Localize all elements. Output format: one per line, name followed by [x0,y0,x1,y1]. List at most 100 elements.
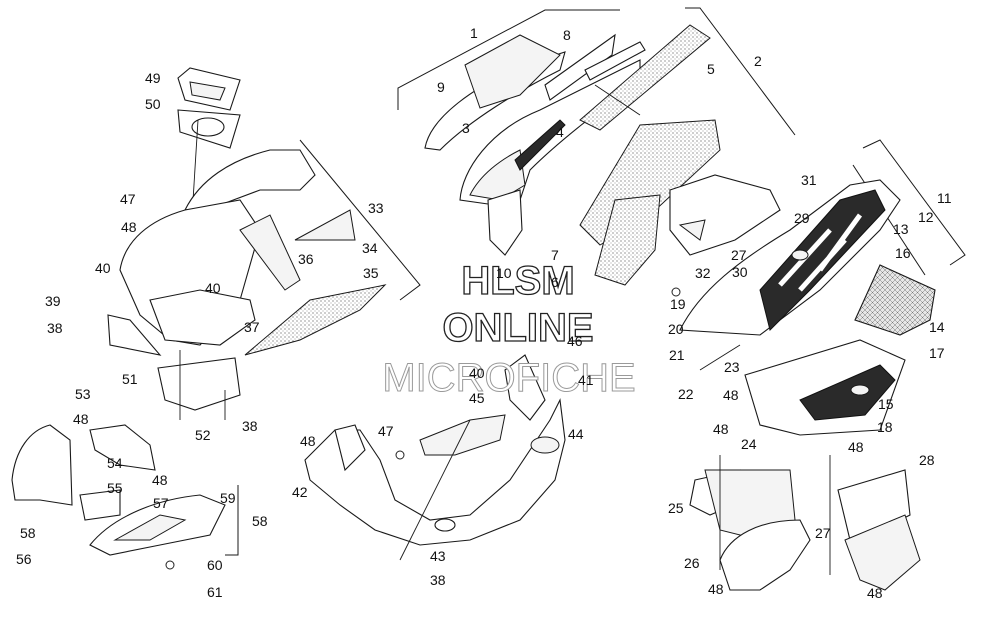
callout-c47b: 47 [378,423,394,439]
callout-c55: 55 [107,480,123,496]
callout-c29: 29 [794,210,810,226]
callout-c21: 21 [669,347,685,363]
callout-c25: 25 [668,500,684,516]
callout-c57: 57 [153,495,169,511]
callout-c6: 6 [551,274,559,290]
plate-51 [157,357,241,411]
callout-c54: 54 [107,455,123,471]
callout-c48c: 48 [152,472,168,488]
panel-56 [11,424,73,506]
watermark-line1: HLSM [461,259,574,303]
side-cover-right-group [689,455,921,591]
callout-c41: 41 [578,372,594,388]
callout-c17: 17 [929,345,945,361]
callout-c31: 31 [801,172,817,188]
callout-c38c: 38 [430,572,446,588]
callout-c58a: 58 [20,525,36,541]
box-55 [79,489,121,521]
bracket-36 [239,214,301,291]
callout-c37: 37 [244,319,260,335]
cover-26 [719,519,811,591]
callout-c18: 18 [877,419,893,435]
callout-c40c: 40 [469,365,485,381]
callout-c42: 42 [292,484,308,500]
callout-c51: 51 [122,371,138,387]
callout-c49: 49 [145,70,161,86]
upper-console-group [107,67,421,420]
hood-panel-group [397,9,646,256]
decal-14 [854,264,936,336]
insulation-group [579,7,796,286]
callout-c15: 15 [878,396,894,412]
callout-c2: 2 [754,53,762,69]
callout-c61: 61 [207,584,223,600]
callout-c1: 1 [470,25,478,41]
callout-c58b: 58 [252,513,268,529]
callout-c20: 20 [668,321,684,337]
callout-c60: 60 [207,557,223,573]
side-panel-left-group [11,424,239,570]
callout-c48b: 48 [73,411,89,427]
callout-c48i: 48 [867,585,883,601]
nose-group [669,139,966,436]
callout-c50: 50 [145,96,161,112]
foam-34 [294,209,356,241]
callout-c24: 24 [741,436,757,452]
cover-31 [669,174,781,256]
callout-c59: 59 [220,490,236,506]
callout-c53: 53 [75,386,91,402]
callout-c39: 39 [45,293,61,309]
callout-c44: 44 [568,426,584,442]
callout-c36: 36 [298,251,314,267]
callout-c3: 3 [462,120,470,136]
watermark-line3: MICROFICHE [382,356,635,400]
callout-c30: 30 [732,264,748,280]
callout-c5: 5 [707,61,715,77]
callout-c48h: 48 [708,581,724,597]
callout-c23: 23 [724,359,740,375]
callout-c14: 14 [929,319,945,335]
callout-c45: 45 [469,390,485,406]
cover-53 [89,424,156,471]
callout-c7: 7 [551,247,559,263]
callout-c19: 19 [670,296,686,312]
foam-strip-5 [579,24,711,131]
callout-c11: 11 [937,190,952,206]
watermark: HLSM ONLINE MICROFICHE [382,258,636,400]
callout-c34: 34 [362,240,378,256]
callout-c13: 13 [893,221,909,237]
callout-c46: 46 [567,333,583,349]
callout-c52: 52 [195,427,211,443]
callout-c48a: 48 [121,219,137,235]
foam-35 [244,284,387,356]
callout-c12: 12 [918,209,934,225]
callout-c47a: 47 [120,191,136,207]
belly-pan-group [304,354,566,561]
foam-pad-6 [594,194,661,286]
callout-c48d: 48 [300,433,316,449]
callout-c35: 35 [363,265,379,281]
callout-c32: 32 [695,265,711,281]
callout-c38a: 38 [47,320,63,336]
callout-c48g: 48 [848,439,864,455]
callout-c8: 8 [563,27,571,43]
callout-c40b: 40 [205,280,221,296]
callout-c56: 56 [16,551,32,567]
callout-c27b: 27 [815,525,831,541]
callout-c22: 22 [678,386,694,402]
callout-c48f: 48 [713,421,729,437]
callout-c43: 43 [430,548,446,564]
callout-c48e: 48 [723,387,739,403]
callout-c4: 4 [556,124,564,140]
callout-c26: 26 [684,555,700,571]
callout-c28: 28 [919,452,935,468]
callout-c9: 9 [437,79,445,95]
callout-c40a: 40 [95,260,111,276]
callout-c16: 16 [895,245,911,261]
callout-c38b: 38 [242,418,258,434]
decal-15 [799,364,896,421]
callout-c10: 10 [496,265,512,281]
callout-c27a: 27 [731,247,747,263]
